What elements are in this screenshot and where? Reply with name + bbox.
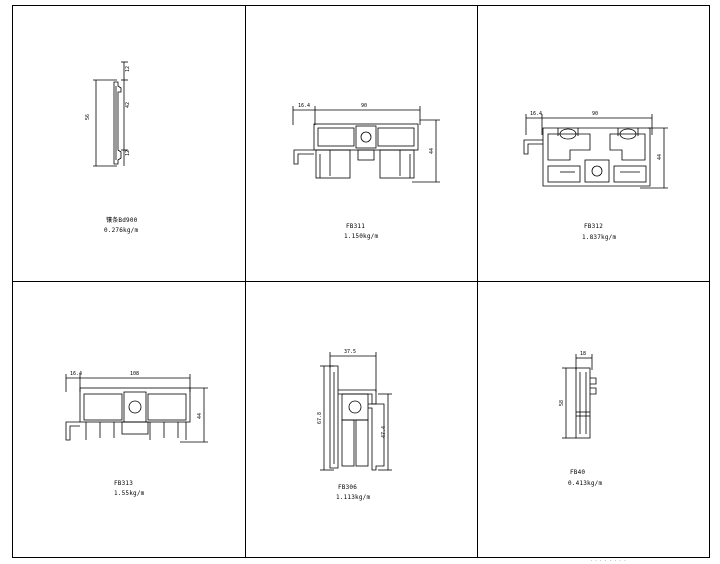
- profile-drawing-fb312: [523, 114, 668, 189]
- profile-code: FB40: [570, 469, 586, 476]
- dim-fb311-width: 90: [361, 103, 367, 109]
- dim-fb40-height: 58: [559, 400, 565, 406]
- profile-weight: 1.113kg/m: [336, 494, 371, 501]
- profile-drawing-bead: [93, 61, 128, 167]
- dim-fb40-top: 18: [580, 351, 586, 357]
- profile-weight: 0.276kg/m: [104, 227, 139, 234]
- profile-code: FB313: [114, 480, 134, 487]
- dim-fb312-width: 90: [592, 111, 598, 117]
- profile-code: FB312: [584, 223, 604, 230]
- dim-fb312-height: 44: [657, 154, 663, 160]
- dim-bead-height: 56: [85, 114, 91, 120]
- dim-bead-c: 12: [125, 150, 131, 156]
- dim-fb311-height: 44: [429, 148, 435, 154]
- profile-code: 镶条Bd900: [106, 217, 138, 224]
- dim-fb313-height: 44: [197, 413, 203, 419]
- profile-code: FB311: [346, 223, 366, 230]
- dim-fb306-inner: 47.4: [381, 426, 387, 438]
- dim-fb306-height: 67.8: [317, 412, 323, 424]
- dim-fb311-left: 16.4: [298, 103, 310, 109]
- profile-drawing-fb40: [562, 354, 597, 439]
- dim-bead-b: 42: [125, 102, 131, 108]
- profile-drawing-fb306: [320, 352, 392, 471]
- dim-bead-a: 12: [125, 66, 131, 72]
- profile-drawing-fb313: [65, 374, 208, 443]
- profile-weight: 1.150kg/m: [344, 233, 379, 240]
- dim-fb313-left: 16.4: [70, 371, 82, 377]
- dim-fb312-left: 16.4: [530, 111, 542, 117]
- profile-weight: 0.413kg/m: [568, 480, 603, 487]
- dim-fb306-top: 37.5: [344, 349, 356, 355]
- dim-fb313-width: 108: [130, 371, 139, 377]
- grid-frame: [12, 5, 710, 558]
- profile-code: FB306: [338, 484, 358, 491]
- profile-weight: 1.837kg/m: [582, 234, 617, 241]
- profile-weight: 1.55kg/m: [114, 490, 145, 497]
- profile-drawing-fb311: [292, 106, 440, 183]
- sheet-footer-note: · · · · · · · ·: [590, 558, 627, 563]
